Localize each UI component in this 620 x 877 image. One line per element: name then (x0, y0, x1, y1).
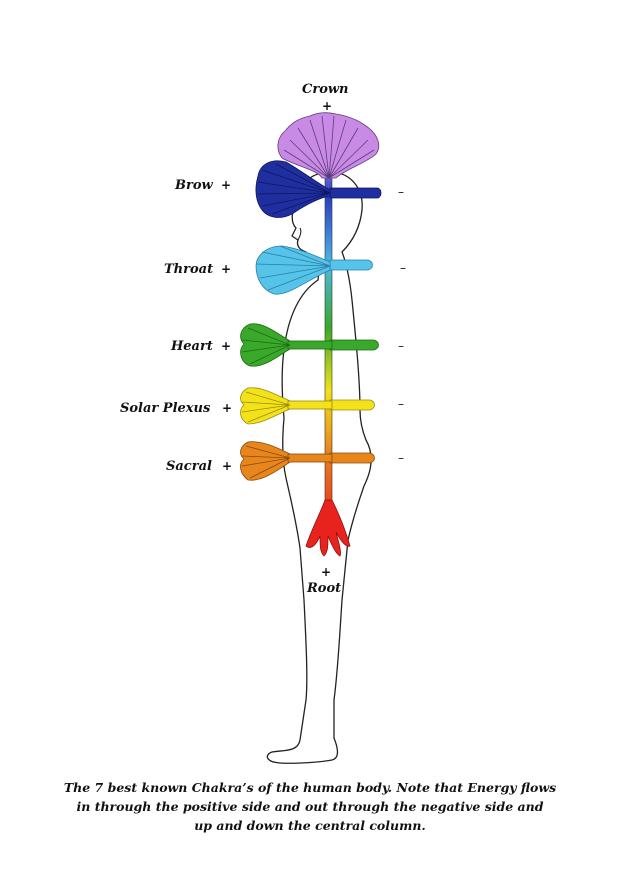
brow-plus: + (221, 178, 232, 192)
sacral-chakra (240, 441, 375, 481)
sacral-plus: + (222, 459, 233, 473)
brow-chakra (255, 160, 382, 218)
caption-line-1: The 7 best known Chakra’s of the human b… (63, 780, 557, 795)
heart-chakra (240, 323, 379, 367)
throat-label: Throat (164, 262, 214, 277)
heart-plus: + (221, 339, 232, 353)
face-detail (297, 227, 302, 241)
solar-plexus-label: Solar Plexus (120, 401, 211, 416)
throat-plus: + (221, 262, 232, 276)
caption-line-3: up and down the central column. (194, 818, 426, 833)
heart-minus: – (398, 339, 404, 353)
crown-label: Crown (302, 82, 349, 97)
caption: The 7 best known Chakra’s of the human b… (20, 778, 600, 835)
solar-plexus-chakra (240, 387, 375, 425)
root-plus: + (321, 565, 332, 579)
caption-line-2: in through the positive side and out thr… (76, 799, 544, 814)
root-label: Root (307, 581, 342, 596)
crown-plus: + (322, 99, 333, 113)
throat-chakra (255, 245, 373, 295)
brow-minus: – (398, 185, 404, 199)
solar-plexus-minus: – (398, 397, 404, 411)
sacral-minus: – (398, 451, 404, 465)
crown-chakra (277, 112, 380, 179)
heart-label: Heart (171, 339, 213, 354)
throat-minus: – (400, 261, 406, 275)
brow-label: Brow (175, 178, 213, 193)
root-chakra (305, 499, 351, 557)
sacral-label: Sacral (166, 459, 212, 474)
solar-plexus-plus: + (222, 401, 233, 415)
